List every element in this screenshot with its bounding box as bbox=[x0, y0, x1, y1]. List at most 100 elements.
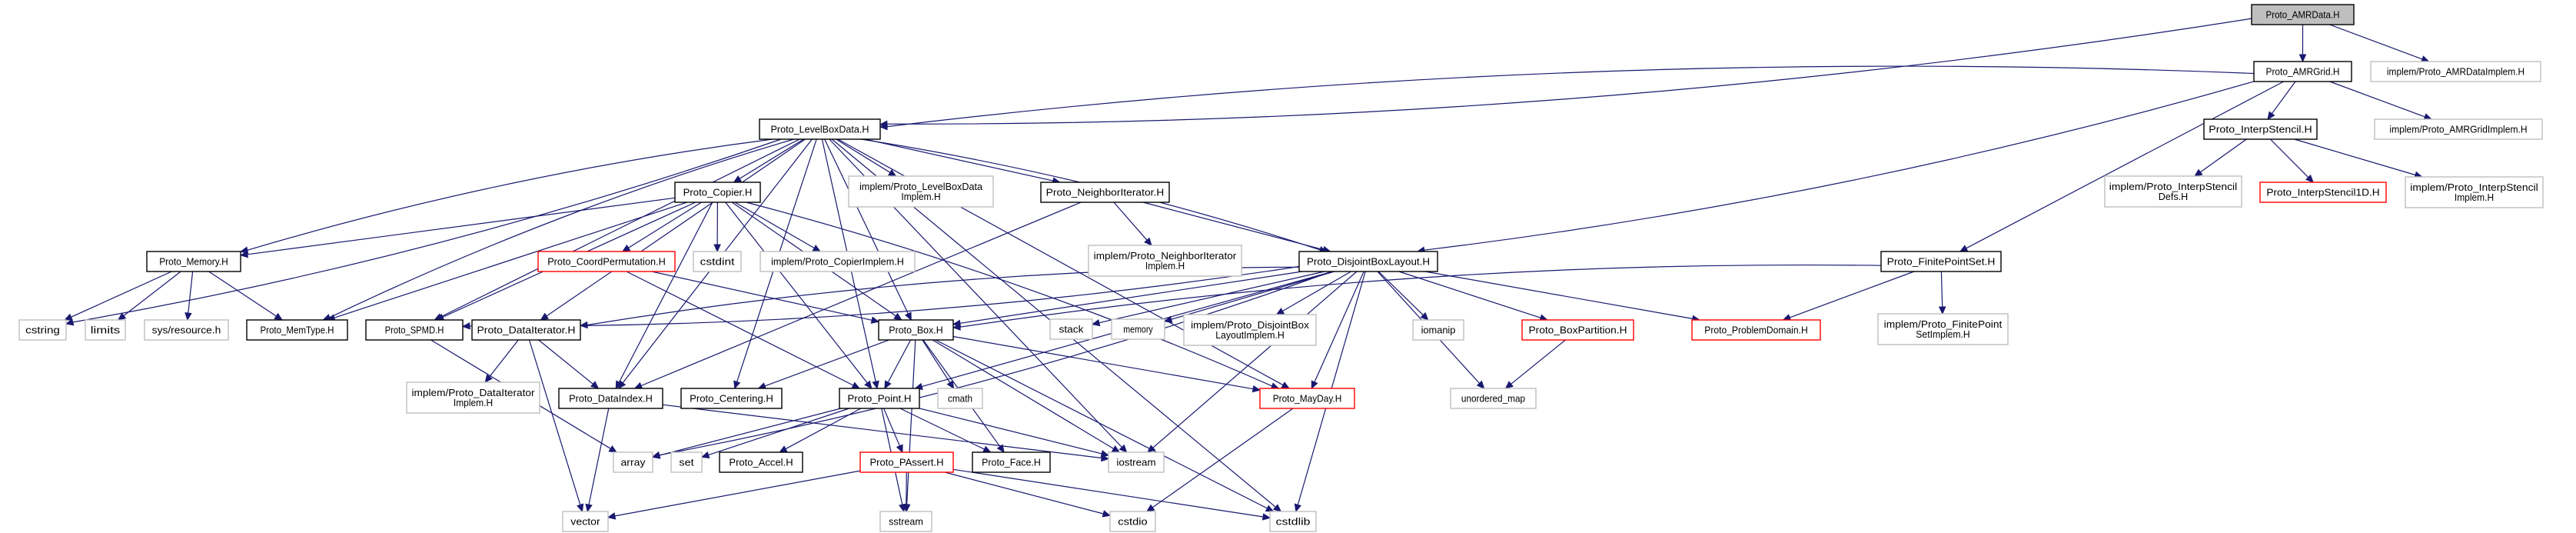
node-amrgrid[interactable]: Proto_AMRGrid.H bbox=[2253, 61, 2352, 82]
node-amrdata[interactable]: Proto_AMRData.H bbox=[2251, 4, 2355, 25]
node-coordpermutation[interactable]: Proto_CoordPermutation.H bbox=[537, 251, 676, 272]
node-memory[interactable]: Proto_Memory.H bbox=[146, 251, 241, 272]
node-interpstencil[interactable]: Proto_InterpStencil.H bbox=[2203, 118, 2318, 140]
arrowhead-icon bbox=[621, 244, 631, 252]
arrowhead-icon bbox=[484, 374, 493, 383]
node-label: Proto_InterpStencil.H bbox=[2209, 124, 2312, 135]
edge-copier-to-copierimplem bbox=[734, 202, 815, 249]
node-box bbox=[680, 388, 783, 409]
node-label: Proto_CoordPermutation.H bbox=[547, 256, 666, 268]
node-label: array bbox=[621, 457, 646, 468]
node-label: Proto_PAssert.H bbox=[870, 457, 944, 468]
node-label: implem/Proto_InterpStencil bbox=[2109, 181, 2238, 192]
edge-levelboxdata-to-cstring bbox=[72, 138, 782, 323]
edge-levelboxdata-to-memtype bbox=[329, 138, 794, 318]
node-label: implem/Proto_NeighborIterator bbox=[1094, 250, 1237, 262]
arrowhead-icon bbox=[1102, 510, 1112, 518]
arrowhead-icon bbox=[952, 323, 961, 331]
node-label: Proto_Memory.H bbox=[159, 256, 228, 268]
node-label: Proto_ProblemDomain.H bbox=[1704, 325, 1807, 336]
node-box bbox=[1049, 318, 1093, 340]
edge-interpstencil-to-interpstencildefs bbox=[2200, 138, 2247, 173]
edge-amrgrid-to-finitepointset bbox=[1966, 81, 2284, 249]
node-box bbox=[1183, 314, 1317, 346]
node-label: implem/Proto_InterpStencil bbox=[2410, 182, 2538, 193]
node-box bbox=[1088, 245, 1242, 277]
edge-coordpermutation-to-box bbox=[651, 271, 873, 321]
node-copier[interactable]: Proto_Copier.H bbox=[674, 182, 761, 203]
edge-levelboxdata-to-box bbox=[824, 138, 909, 315]
node-memtype[interactable]: Proto_MemType.H bbox=[246, 319, 348, 341]
edge-memory-to-limits bbox=[123, 271, 181, 316]
node-face[interactable]: Proto_Face.H bbox=[972, 451, 1051, 473]
node-label: Proto_Accel.H bbox=[729, 457, 793, 468]
node-dataiterator[interactable]: Proto_DataIterator.H bbox=[471, 319, 581, 341]
node-label: Proto_InterpStencil1D.H bbox=[2266, 187, 2379, 198]
node-levelboxdata[interactable]: Proto_LevelBoxData.H bbox=[759, 118, 881, 140]
node-accel[interactable]: Proto_Accel.H bbox=[719, 451, 803, 473]
arrowhead-icon bbox=[893, 312, 902, 321]
edge-levelboxdata-to-memory bbox=[247, 138, 773, 251]
node-label: Proto_AMRGrid.H bbox=[2266, 66, 2340, 78]
node-spmd[interactable]: Proto_SPMD.H bbox=[365, 319, 464, 341]
node-boxpartition[interactable]: Proto_BoxPartition.H bbox=[1521, 319, 1634, 341]
nodes-layer: Proto_AMRData.H Proto_AMRGrid.H implem/Pro… bbox=[18, 4, 2544, 532]
edge-copier-to-mayday bbox=[746, 202, 1273, 387]
node-box bbox=[839, 388, 920, 409]
arrowhead-icon bbox=[64, 313, 73, 321]
arrowhead-icon bbox=[700, 451, 710, 458]
edge-point-to-face bbox=[899, 408, 985, 450]
node-label: implem/Proto_DisjointBox bbox=[1191, 319, 1309, 331]
node-label: Proto_MayDay.H bbox=[1273, 393, 1342, 405]
arrowhead-icon bbox=[1100, 450, 1110, 458]
edge-copier-to-coordpermutation bbox=[628, 202, 702, 248]
edge-box-to-cmath bbox=[922, 339, 951, 383]
node-neighboriterator[interactable]: Proto_NeighborIterator.H bbox=[1040, 182, 1170, 203]
edge-levelboxdata-to-copier bbox=[739, 138, 804, 179]
node-label: limits bbox=[91, 325, 121, 336]
node-unorderedmap: unordered_map bbox=[1450, 388, 1537, 409]
arrowhead-icon bbox=[117, 312, 127, 321]
arrowhead-icon bbox=[733, 175, 743, 183]
node-cmath: cmath bbox=[937, 388, 983, 409]
edge-passert-to-sstream bbox=[906, 471, 907, 505]
node-box bbox=[2203, 118, 2318, 140]
node-passert[interactable]: Proto_PAssert.H bbox=[859, 451, 954, 473]
edge-disjointboxlayout-to-mayday bbox=[1314, 271, 1364, 383]
arrowhead-icon bbox=[1476, 380, 1485, 389]
node-dataindex[interactable]: Proto_DataIndex.H bbox=[558, 388, 663, 409]
node-problemdomain[interactable]: Proto_ProblemDomain.H bbox=[1691, 319, 1821, 341]
edge-point-to-array bbox=[659, 408, 841, 456]
node-box bbox=[1691, 319, 1821, 341]
arrowhead-icon bbox=[870, 316, 880, 324]
edge-disjointboxlayout-to-box bbox=[959, 271, 1303, 324]
node-box bbox=[859, 451, 954, 473]
arrowhead-icon bbox=[1959, 245, 1969, 252]
node-interpstencil1d[interactable]: Proto_InterpStencil1D.H bbox=[2259, 182, 2387, 203]
node-centering[interactable]: Proto_Centering.H bbox=[680, 388, 783, 409]
node-label: Implem.H bbox=[2455, 192, 2494, 203]
edge-levelboxdata-to-levelboxdataimplem bbox=[836, 138, 891, 173]
node-mayday[interactable]: Proto_MayDay.H bbox=[1259, 388, 1355, 409]
node-label: unordered_map bbox=[1461, 393, 1525, 405]
node-point[interactable]: Proto_Point.H bbox=[839, 388, 920, 409]
edge-disjointboxlayout-to-boxpartition bbox=[1398, 271, 1541, 318]
node-finitepointset[interactable]: Proto_FinitePointSet.H bbox=[1880, 251, 2002, 272]
edge-amrdata-to-amrdataimplem bbox=[2329, 24, 2423, 60]
node-label: Proto_Face.H bbox=[982, 457, 1041, 468]
node-box[interactable]: Proto_Box.H bbox=[878, 319, 954, 341]
node-label: Proto_DataIterator.H bbox=[477, 325, 576, 336]
edge-copier-to-point bbox=[725, 202, 868, 384]
edge-box-to-cstdlib bbox=[935, 339, 1268, 509]
node-disjointboxlayout[interactable]: Proto_DisjointBoxLayout.H bbox=[1298, 251, 1438, 272]
arrowhead-icon bbox=[2267, 111, 2275, 120]
node-label: memory bbox=[1123, 324, 1153, 335]
node-box bbox=[1109, 511, 1156, 532]
arrowhead-icon bbox=[879, 122, 888, 131]
edge-disjointboxlayout-to-spmd bbox=[469, 265, 1300, 327]
node-label: Proto_Copier.H bbox=[683, 187, 753, 198]
edge-disjointboxlayout-to-disjointboxlayoutimplem bbox=[1282, 271, 1351, 312]
